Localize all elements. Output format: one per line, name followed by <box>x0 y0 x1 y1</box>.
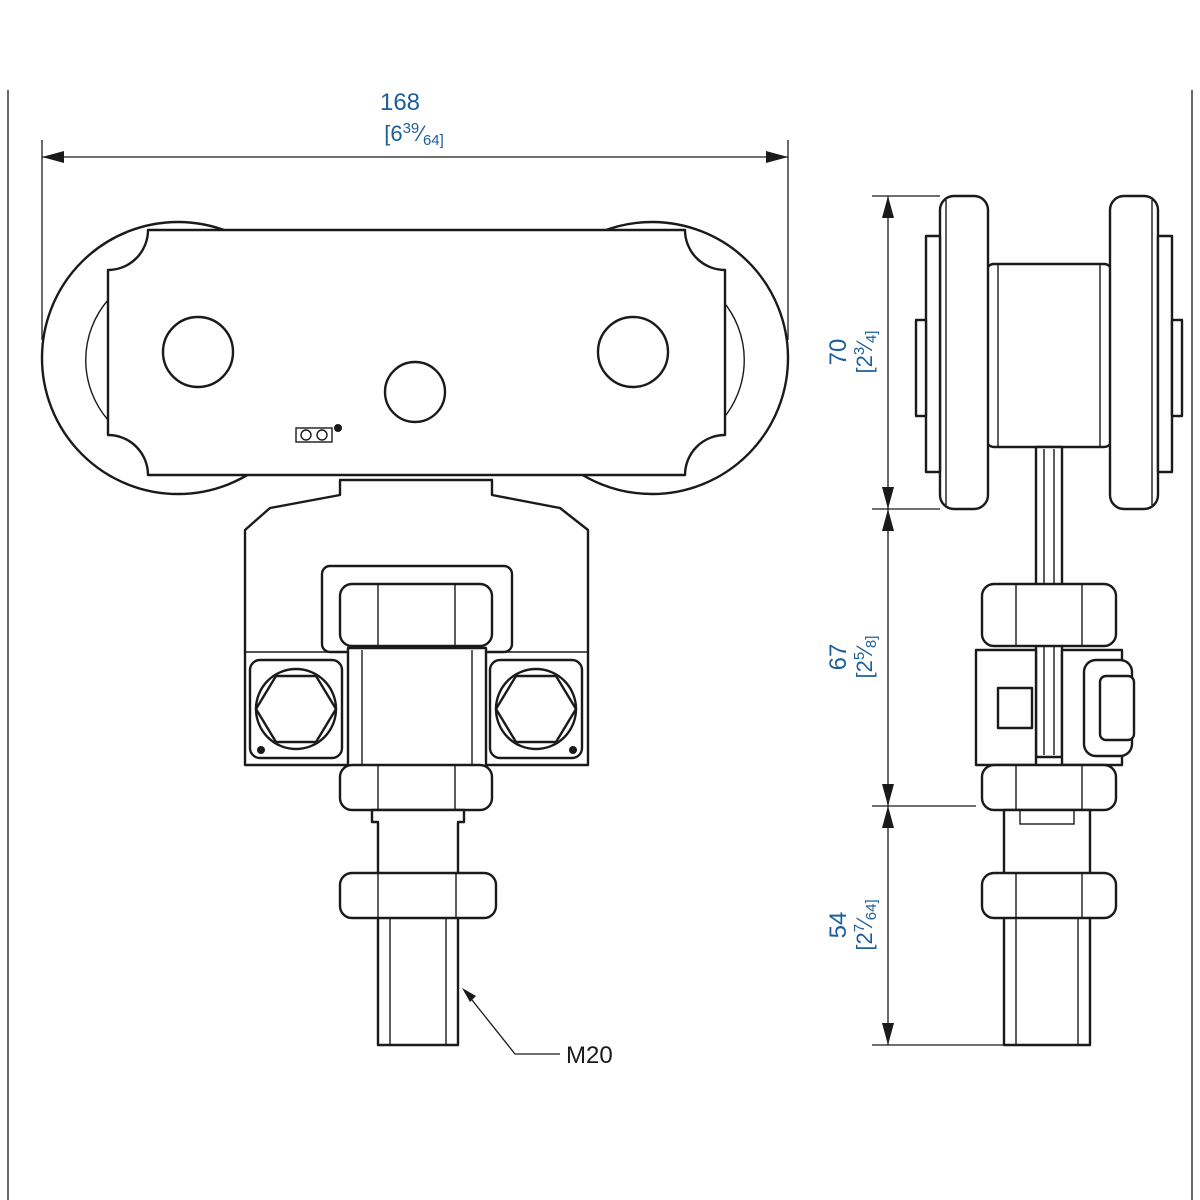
right-wheel-inner-rim <box>721 299 745 421</box>
wheel-height-dimension: 70 [23⁄4] <box>825 331 880 374</box>
stud-length-mm: 54 <box>825 912 852 939</box>
side-stud <box>1002 808 1092 1047</box>
side-lower-nut <box>980 763 1118 812</box>
stud-length-dimension: 54 [27⁄64] <box>825 899 880 950</box>
width-dimension: 168 [639⁄64] <box>41 89 789 340</box>
side-view <box>914 194 1184 1047</box>
left-side-bolt <box>248 658 344 760</box>
wheel-height-inch: [23⁄4] <box>851 331 880 374</box>
lower-hex-nut <box>338 763 494 812</box>
side-top-nut <box>980 582 1118 648</box>
axle-drum <box>984 262 1114 449</box>
thread-leader-line <box>467 994 560 1055</box>
left-wheel-inner-rim <box>85 299 109 421</box>
width-inch: [639⁄64] <box>384 120 444 149</box>
width-mm: 168 <box>380 89 420 116</box>
right-side-bolt <box>488 658 584 760</box>
center-hole <box>383 360 447 424</box>
body-height-mm: 67 <box>825 644 852 671</box>
side-jam-nut <box>980 871 1118 920</box>
body-height-dimension: 67 [25⁄8] <box>825 636 880 679</box>
left-wheel-flange <box>914 194 990 511</box>
top-hex-nut <box>338 582 494 648</box>
body-height-inch: [25⁄8] <box>851 636 880 679</box>
vertical-dimensions <box>872 195 1004 1046</box>
threaded-stud <box>370 808 466 1047</box>
thread-label: M20 <box>566 1042 613 1069</box>
side-bolt-head <box>1082 658 1136 758</box>
front-view: M20 <box>40 220 790 1069</box>
logo-mark <box>295 424 342 443</box>
side-plate <box>106 228 727 477</box>
right-wheel-flange <box>1108 194 1184 511</box>
left-axle-hole <box>161 315 235 389</box>
center-block <box>346 646 488 768</box>
right-axle-hole <box>596 315 670 389</box>
stud-jam-nut <box>338 871 498 920</box>
stud-length-inch: [27⁄64] <box>851 899 880 950</box>
wheel-height-mm: 70 <box>825 339 852 366</box>
side-pin <box>996 686 1034 730</box>
